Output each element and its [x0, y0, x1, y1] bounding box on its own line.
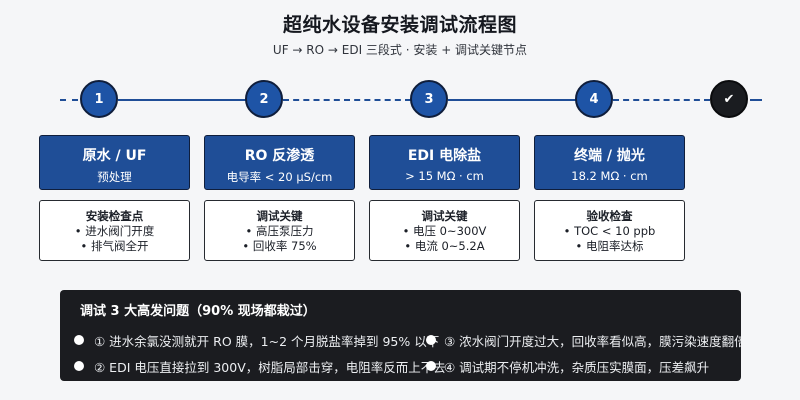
process-timeline: 1 2 3 4 ✔: [0, 0, 800, 130]
issues-panel: 调试 3 大高发问题（90% 现场都栽过） ① 进水余氯没测就开 RO 膜，1~…: [60, 290, 741, 381]
check-title: 安装检查点: [85, 209, 144, 223]
issue-item-3: ③ 浓水阀门开度过大，回收率看似高，膜污染速度翻倍: [444, 334, 741, 349]
stage-box-2: RO 反渗透 电导率 < 20 μS/cm: [204, 135, 355, 190]
bullet-dot: [426, 361, 436, 371]
check-box-1: 安装检查点 • 进水阀门开度 • 排气阀全开: [39, 200, 190, 261]
page-subtitle: UF → RO → EDI 三段式 · 安装 + 调试关键节点: [272, 43, 528, 57]
bullet-dot: [426, 335, 436, 345]
issue-item-4: ④ 调试期不停机冲洗，杂质压实膜面，压差飙升: [444, 360, 710, 375]
stage-spec: 预处理: [97, 170, 132, 184]
stage-box-1: 原水 / UF 预处理: [39, 135, 190, 190]
stage-name: RO 反渗透: [244, 148, 315, 164]
timeline-segment-2: [283, 99, 411, 101]
stage-box-3: EDI 电除盐 > 15 MΩ · cm: [369, 135, 520, 190]
check-item: • 回收率 75%: [242, 239, 317, 253]
stage-name: EDI 电除盐: [407, 148, 482, 164]
issue-item-2: ② EDI 电压直接拉到 300V，树脂局部击穿，电阻率反而上不去: [94, 360, 446, 375]
stage-name: 终端 / 抛光: [574, 148, 645, 164]
step-node-1: 1: [80, 80, 118, 118]
step-node-3: 3: [410, 80, 448, 118]
issue-item-1: ① 进水余氯没测就开 RO 膜，1~2 个月脱盐率掉到 95% 以下: [94, 334, 440, 349]
check-box-4: 验收检查 • TOC < 10 ppb • 电阻率达标: [534, 200, 685, 261]
check-item: • 进水阀门开度: [74, 224, 155, 238]
bullet-dot: [74, 335, 84, 345]
check-item: • 高压泵压力: [245, 224, 314, 238]
check-icon: ✔: [710, 80, 748, 118]
check-box-3: 调试关键 • 电压 0~300V • 电流 0~5.2A: [369, 200, 520, 261]
page-title: 超纯水设备安装调试流程图: [282, 14, 517, 36]
check-item: • 排气阀全开: [80, 239, 149, 253]
timeline-lead-dashes: [60, 99, 78, 101]
timeline-segment-1: [118, 99, 246, 101]
stage-name: 原水 / UF: [82, 148, 147, 164]
bullet-dot: [74, 361, 84, 371]
check-item: • 电阻率达标: [575, 239, 644, 253]
check-title: 调试关键: [256, 209, 303, 223]
check-title: 调试关键: [421, 209, 468, 223]
stage-spec: 18.2 MΩ · cm: [571, 169, 648, 183]
issues-title: 调试 3 大高发问题（90% 现场都栽过）: [80, 304, 316, 319]
stage-box-4: 终端 / 抛光 18.2 MΩ · cm: [534, 135, 685, 190]
check-title: 验收检查: [586, 209, 633, 223]
stage-spec: > 15 MΩ · cm: [405, 169, 484, 183]
timeline-segment-4: [613, 99, 710, 101]
check-item: • TOC < 10 ppb: [563, 224, 656, 238]
check-item: • 电流 0~5.2A: [404, 239, 485, 253]
timeline-segment-3: [448, 99, 576, 101]
step-node-2: 2: [245, 80, 283, 118]
timeline-tail-dashes: [750, 99, 762, 101]
stage-spec: 电导率 < 20 μS/cm: [226, 170, 333, 184]
step-node-4: 4: [575, 80, 613, 118]
check-box-2: 调试关键 • 高压泵压力 • 回收率 75%: [204, 200, 355, 261]
check-item: • 电压 0~300V: [402, 224, 487, 238]
